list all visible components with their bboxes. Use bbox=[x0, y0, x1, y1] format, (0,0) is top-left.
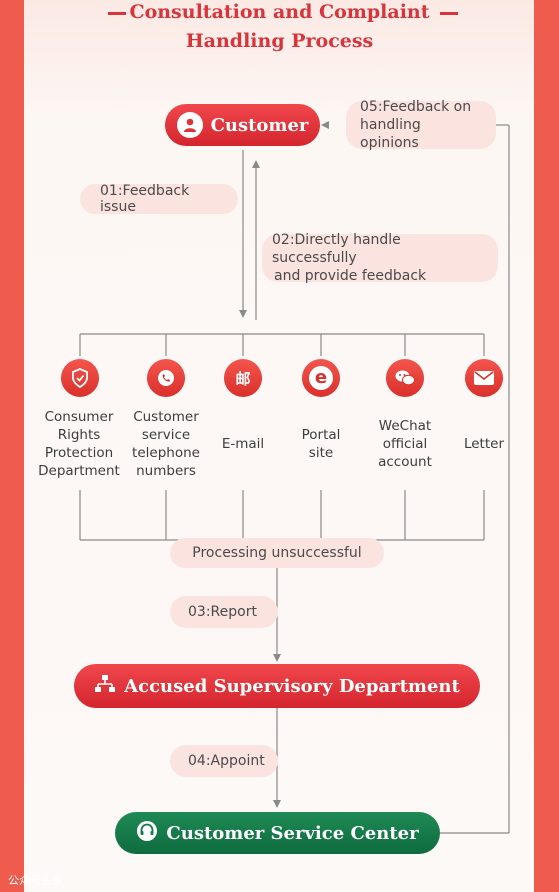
channel-email-label: E-mail bbox=[221, 436, 265, 452]
step-02-pill: 02:Directly handle successfully and prov… bbox=[262, 232, 498, 284]
customer-label: Customer bbox=[210, 114, 309, 136]
person-icon bbox=[176, 112, 203, 138]
supervisory-department-node: Accused Supervisory Department bbox=[74, 664, 480, 708]
channel-letter-label: Letter bbox=[463, 436, 505, 452]
shield-icon bbox=[61, 359, 99, 397]
step-02-line2: and provide feedback bbox=[274, 268, 427, 284]
mail-char-glyph: 邮 bbox=[235, 369, 251, 388]
watermark: 公众号头条 bbox=[8, 874, 63, 887]
envelope-icon bbox=[465, 359, 503, 397]
phone-icon bbox=[147, 359, 185, 397]
headset-icon bbox=[136, 820, 158, 847]
step-03-label: 03:Report bbox=[188, 604, 257, 620]
page-title-line1: Consultation and Complaint bbox=[129, 1, 430, 23]
org-chart-icon bbox=[94, 674, 116, 699]
browser-e-glyph: e bbox=[309, 366, 333, 390]
customer-node: Customer bbox=[165, 104, 320, 146]
supervisory-department-label: Accused Supervisory Department bbox=[124, 675, 460, 697]
processing-unsuccessful-label: Processing unsuccessful bbox=[192, 545, 362, 561]
step-02-line1: 02:Directly handle successfully bbox=[272, 232, 401, 266]
step-05-line2: handling opinions bbox=[360, 117, 421, 151]
mail-char-icon: 邮 bbox=[224, 359, 262, 397]
title-dash-right bbox=[440, 12, 458, 15]
browser-e-icon: e bbox=[302, 359, 340, 397]
title-dash-left bbox=[108, 12, 126, 15]
step-04-pill: 04:Appoint bbox=[170, 745, 278, 777]
customer-service-center-node: Customer Service Center bbox=[115, 812, 440, 854]
step-01-label: 01:Feedback issue bbox=[100, 183, 190, 215]
step-04-label: 04:Appoint bbox=[188, 753, 265, 769]
step-01-pill: 01:Feedback issue bbox=[80, 183, 238, 215]
step-05-line1: 05:Feedback on bbox=[360, 99, 472, 115]
wechat-icon bbox=[386, 359, 424, 397]
processing-unsuccessful-pill: Processing unsuccessful bbox=[170, 538, 384, 568]
step-05-pill: 05:Feedback on handling opinions bbox=[346, 99, 496, 151]
step-03-pill: 03:Report bbox=[170, 596, 278, 628]
page-title-line2: Handling Process bbox=[185, 30, 374, 52]
customer-service-center-label: Customer Service Center bbox=[166, 822, 419, 844]
